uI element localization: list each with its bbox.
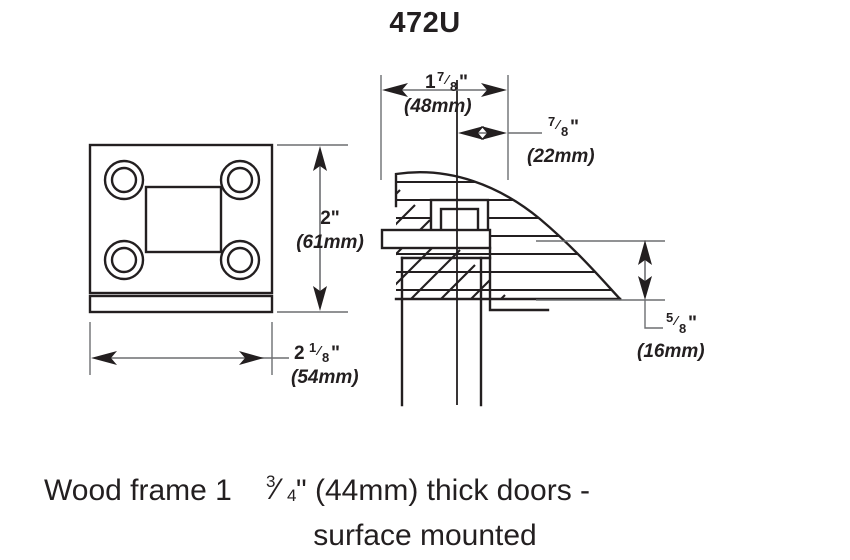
arrow-right [481,126,507,140]
dimension-offset: 7 ⁄ 8 " (22mm) [458,114,595,167]
plate-width-metric: (54mm) [291,367,359,388]
offset-unit: " [570,117,579,138]
projection-slash: ⁄ [443,72,451,87]
screw-hole-top-right [219,159,261,201]
mounting-plate-bar [380,228,492,250]
base-height-denominator: 8 [679,321,686,336]
projection-unit: " [459,72,468,93]
dimension-base-height: 5 ⁄ 8 " (16mm) [536,240,705,362]
screw-hole-bottom-left [103,239,145,281]
base-height-slash: ⁄ [672,313,680,328]
base-height-leader [644,300,663,329]
dimension-plate-height: 2" (61mm) [277,144,364,313]
arrow-up [638,240,652,265]
screw-hole-bottom-right [219,239,261,281]
arrow-left [382,83,408,97]
caption: Wood frame 1 3 ⁄ 4 " (44mm) thick doors … [44,472,590,552]
base-height-numerator: 5 [666,310,673,325]
projection-metric: (48mm) [404,96,472,117]
plate-width-unit: " [331,343,340,364]
plate-width-denominator: 8 [322,350,329,365]
dimension-plate-width: 2 1 ⁄ 8 " (54mm) [89,322,359,388]
plate-width-numerator: 1 [309,340,316,355]
plate-width-slash: ⁄ [315,343,323,358]
offset-slash: ⁄ [554,117,562,132]
arrow-down [313,286,327,311]
arrow-right [481,83,507,97]
plate-height-metric: (61mm) [296,232,364,253]
projection-numerator: 7 [437,69,444,84]
dome-profile [394,171,622,301]
plate-height-imperial: 2" [320,208,340,229]
offset-numerator: 7 [548,114,555,129]
plate-bottom-strip [88,294,274,314]
caption-line2: surface mounted [313,519,536,552]
dimension-projection: 1 7 ⁄ 8 " (48mm) [380,69,509,180]
arrow-right [239,351,264,365]
base-height-unit: " [688,313,697,334]
offset-metric: (22mm) [527,146,595,167]
projection-whole: 1 [425,72,436,93]
plate-width-whole: 2 [294,343,305,364]
arrow-up [313,146,327,171]
door-edge-return [488,246,550,312]
arrow-left [91,351,117,365]
caption-line1-numerator: 3 [266,472,275,491]
plate-center-recess [144,185,223,254]
caption-line1-part2: " (44mm) thick doors - [296,474,590,507]
screw-hole-top-left [103,159,145,201]
projection-denominator: 8 [450,79,457,94]
front-view [88,143,274,314]
caption-line1-denominator: 4 [287,486,296,505]
caption-line1-part1: Wood frame 1 [44,474,232,507]
page-title: 472U [389,7,460,39]
center-boss [429,198,490,234]
arrow-left [458,126,484,140]
arrow-down [638,276,652,300]
section-hatching [396,180,620,299]
base-height-metric: (16mm) [637,341,705,362]
offset-denominator: 8 [561,124,568,139]
